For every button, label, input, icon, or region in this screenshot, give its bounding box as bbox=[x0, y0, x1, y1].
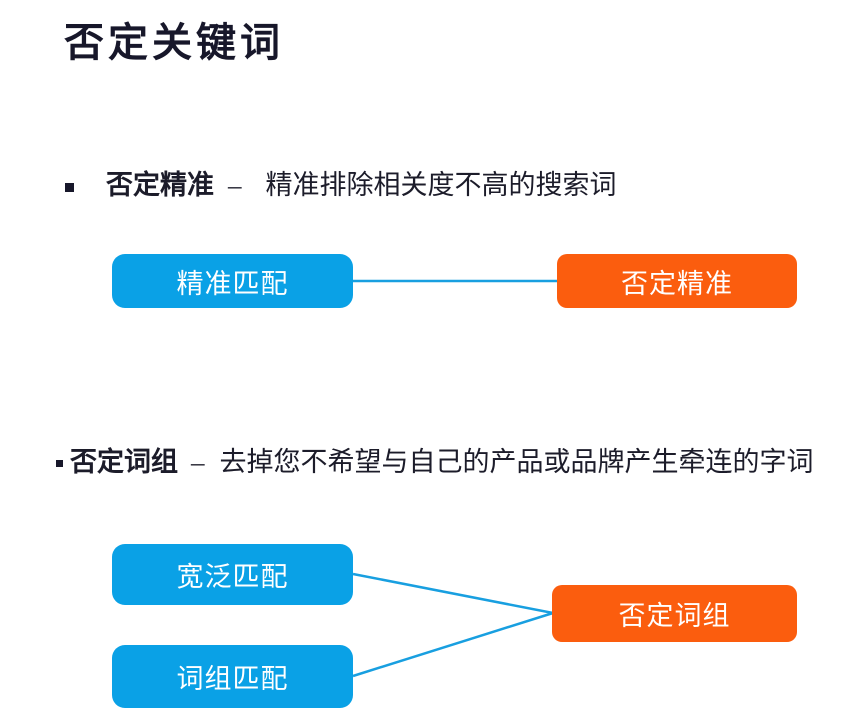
bullet-description: 去掉您不希望与自己的产品或品牌产生牵连的字词 bbox=[219, 447, 814, 477]
bullet-negative-phrase: 否定词组–去掉您不希望与自己的产品或品牌产生牵连的字词 bbox=[70, 446, 814, 478]
node-negative-phrase: 否定词组 bbox=[552, 585, 797, 642]
node-phrase-match: 词组匹配 bbox=[112, 645, 353, 708]
node-exact-match: 精准匹配 bbox=[112, 254, 353, 308]
node-label: 宽泛匹配 bbox=[176, 562, 289, 592]
bullet-square-icon bbox=[65, 183, 74, 192]
connector-broad-to-negative-phrase bbox=[352, 572, 554, 615]
node-negative-exact: 否定精准 bbox=[557, 254, 797, 308]
node-label: 词组匹配 bbox=[176, 664, 289, 694]
bullet-heading: 否定精准 bbox=[106, 170, 214, 200]
node-label: 否定精准 bbox=[621, 268, 733, 299]
node-label: 否定词组 bbox=[618, 601, 731, 631]
bullet-heading: 否定词组 bbox=[70, 447, 178, 477]
bullet-square-icon bbox=[56, 460, 63, 467]
bullet-separator: – bbox=[228, 170, 242, 200]
bullet-negative-exact: 否定精准–精准排除相关度不高的搜索词 bbox=[106, 169, 617, 201]
bullet-description: 精准排除相关度不高的搜索词 bbox=[265, 170, 617, 200]
bullet-separator: – bbox=[191, 447, 205, 477]
connector-phrase-to-negative-phrase bbox=[352, 611, 554, 678]
page-title: 否定关键词 bbox=[64, 20, 284, 65]
node-label: 精准匹配 bbox=[176, 268, 289, 299]
node-broad-match: 宽泛匹配 bbox=[112, 544, 353, 605]
